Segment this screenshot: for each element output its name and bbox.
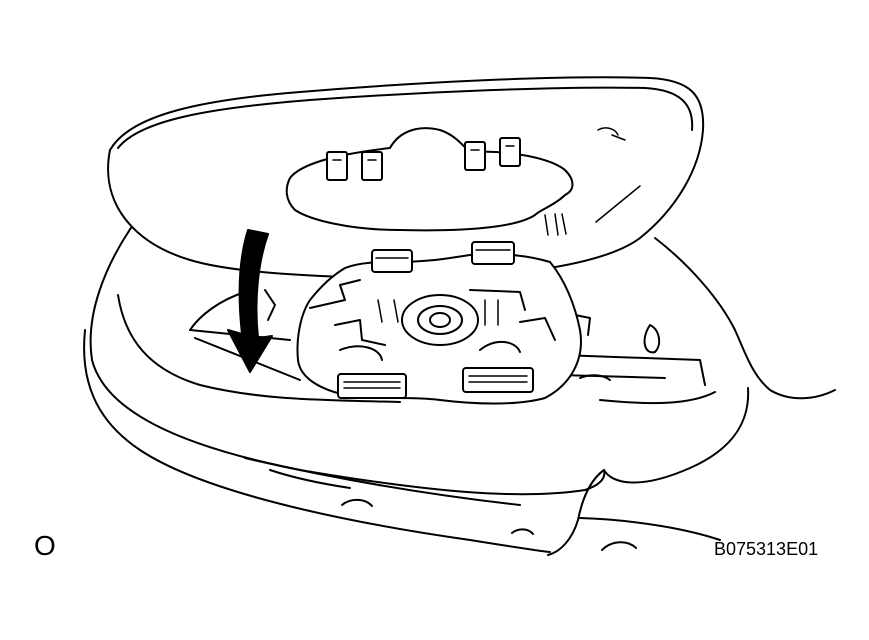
mirror-housing — [83, 221, 836, 556]
mirror-actuator — [296, 241, 582, 405]
actuator-clip-top-left — [371, 249, 413, 273]
glass-clip-right-pair — [464, 137, 521, 171]
glass-clip-left-pair — [326, 151, 383, 181]
mirror-glass — [107, 76, 705, 280]
actuator-clip-bottom-left — [337, 373, 407, 399]
pivot-center — [401, 294, 479, 346]
actuator-clip-bottom-right — [462, 367, 534, 393]
actuator-clip-top-right — [471, 241, 515, 265]
corner-mark: O — [34, 530, 56, 561]
figure-code: B075313E01 — [714, 539, 819, 559]
down-curved-arrow-icon — [227, 229, 273, 373]
